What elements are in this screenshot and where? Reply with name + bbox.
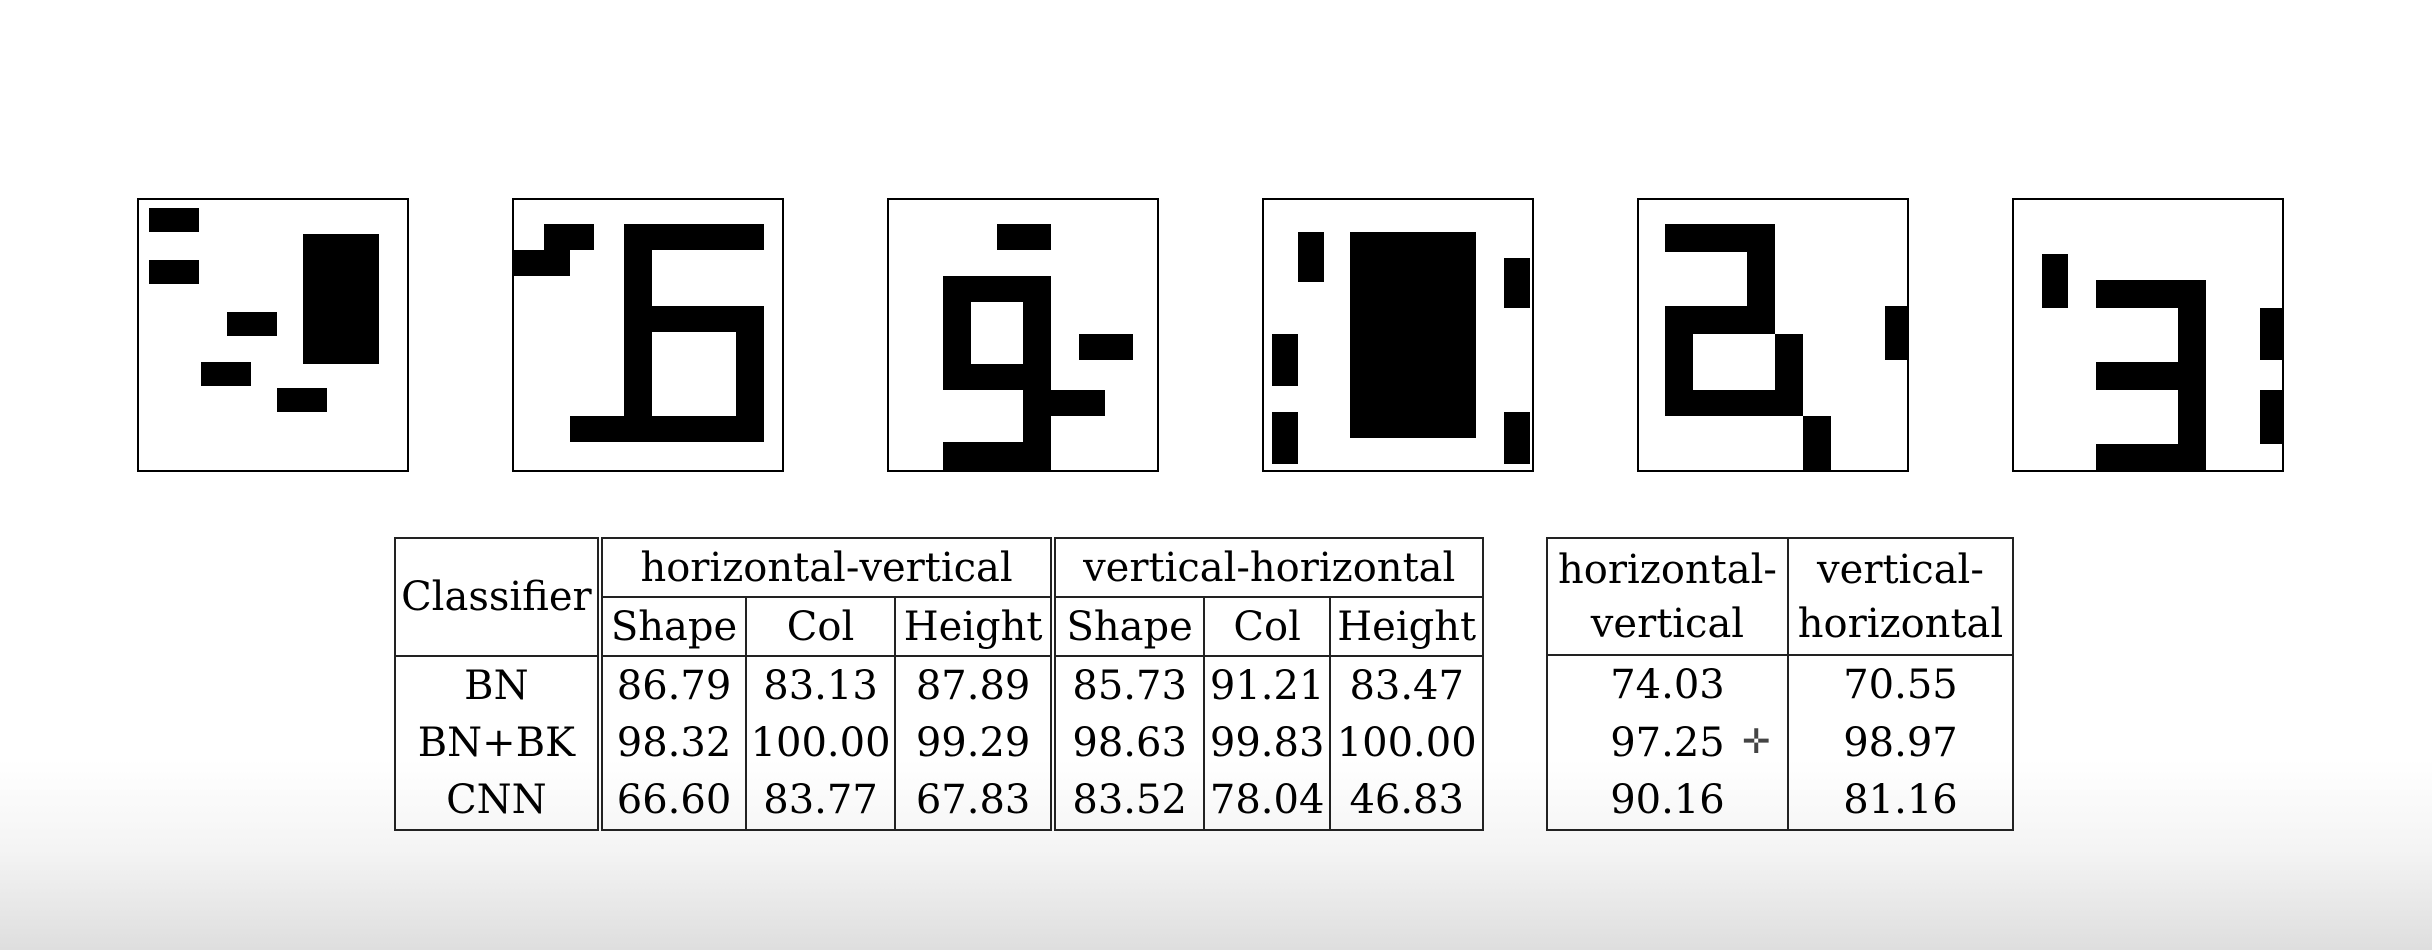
pattern-panel-noise-bars [137, 198, 409, 472]
value-cell: 67.83 [893, 771, 1057, 832]
value-cell: 91.21 [1202, 655, 1332, 715]
classifier-cell: BN+BK [394, 714, 603, 772]
side-header-line: vertical [1590, 600, 1745, 647]
value-cell: 81.16 [1786, 771, 2015, 831]
value-cell: 100.00 [745, 714, 896, 772]
group-header-horizontal-vertical: horizontal-vertical [598, 536, 1057, 599]
classifier-header: Classifier [394, 536, 603, 658]
value-cell: 86.79 [598, 655, 748, 715]
value-cell: 83.77 [745, 771, 896, 832]
subheader-col: Col [1202, 596, 1332, 658]
value-cell: 83.52 [1052, 771, 1205, 832]
value-cell: 83.13 [745, 655, 896, 715]
side-header-vertical-horizontal: vertical- horizontal [1786, 536, 2015, 657]
table-subheader-row: Shape Col Height Shape Col Height [395, 596, 1484, 658]
value-cell: 74.03 [1546, 654, 1789, 714]
value-cell: 70.55 [1786, 654, 2015, 714]
value-cell: 90.16 [1546, 771, 1789, 831]
value-cell: 98.97 [1786, 713, 2015, 772]
pattern-panel-digit-9 [887, 198, 1159, 472]
value-cell: 99.29 [893, 714, 1057, 772]
subheader-shape: Shape [598, 596, 748, 658]
pattern-panel-digit-3 [2012, 198, 2284, 472]
subheader-shape: Shape [1052, 596, 1205, 658]
results-table: Classifier horizontal-vertical vertical-… [394, 536, 1484, 832]
table-row: 97.25 98.97 [1546, 713, 2015, 772]
table-header-row: Classifier horizontal-vertical vertical-… [394, 536, 1484, 658]
pattern-image [1665, 224, 1907, 470]
value-cell: 87.89 [893, 655, 1057, 715]
crosshair-cursor-icon: ✛ [1742, 722, 1771, 762]
subheader-col: Col [745, 596, 896, 658]
subheader-height: Height [1329, 596, 1484, 658]
value-cell: 46.83 [1329, 771, 1484, 832]
pattern-panel-block-0 [1262, 198, 1534, 472]
pattern-image [514, 224, 764, 442]
pattern-image [149, 208, 379, 412]
side-results-table: horizontal- vertical vertical- horizonta… [1546, 536, 2015, 831]
pattern-image [2042, 254, 2282, 470]
classifier-cell: CNN [394, 771, 603, 832]
pattern-panel-digit-6 [512, 198, 784, 472]
side-header-horizontal-vertical: horizontal- vertical [1546, 536, 1789, 657]
group-header-vertical-horizontal: vertical-horizontal [1052, 536, 1484, 599]
value-cell: 98.32 [598, 714, 748, 772]
table-row: CNN 66.60 83.77 67.83 83.52 78.04 46.83 [394, 771, 1484, 832]
pattern-panel-digit-2 [1637, 198, 1909, 472]
classifier-cell: BN [394, 655, 603, 715]
value-cell: 85.73 [1052, 655, 1205, 715]
side-header-line: vertical- [1817, 546, 1984, 593]
subheader-height: Height [893, 596, 1057, 658]
side-header-line: horizontal- [1558, 546, 1777, 593]
table-row: 74.03 70.55 [1546, 654, 2015, 714]
value-cell: 99.83 [1202, 714, 1332, 772]
value-cell: 78.04 [1202, 771, 1332, 832]
pattern-image [1272, 232, 1530, 464]
table-row: 90.16 81.16 [1546, 771, 2015, 831]
value-cell: 100.00 [1329, 714, 1484, 772]
value-cell: 66.60 [598, 771, 748, 832]
value-cell: 97.25 [1546, 713, 1789, 772]
side-header-line: horizontal [1797, 600, 2004, 647]
table-row: BN 86.79 83.13 87.89 85.73 91.21 83.47 [394, 655, 1484, 715]
table-row: BN+BK 98.32 100.00 99.29 98.63 99.83 100… [394, 714, 1484, 772]
value-cell: 83.47 [1329, 655, 1484, 715]
table-header-row: horizontal- vertical vertical- horizonta… [1546, 536, 2015, 657]
pattern-image [943, 224, 1133, 470]
value-cell: 98.63 [1052, 714, 1205, 772]
